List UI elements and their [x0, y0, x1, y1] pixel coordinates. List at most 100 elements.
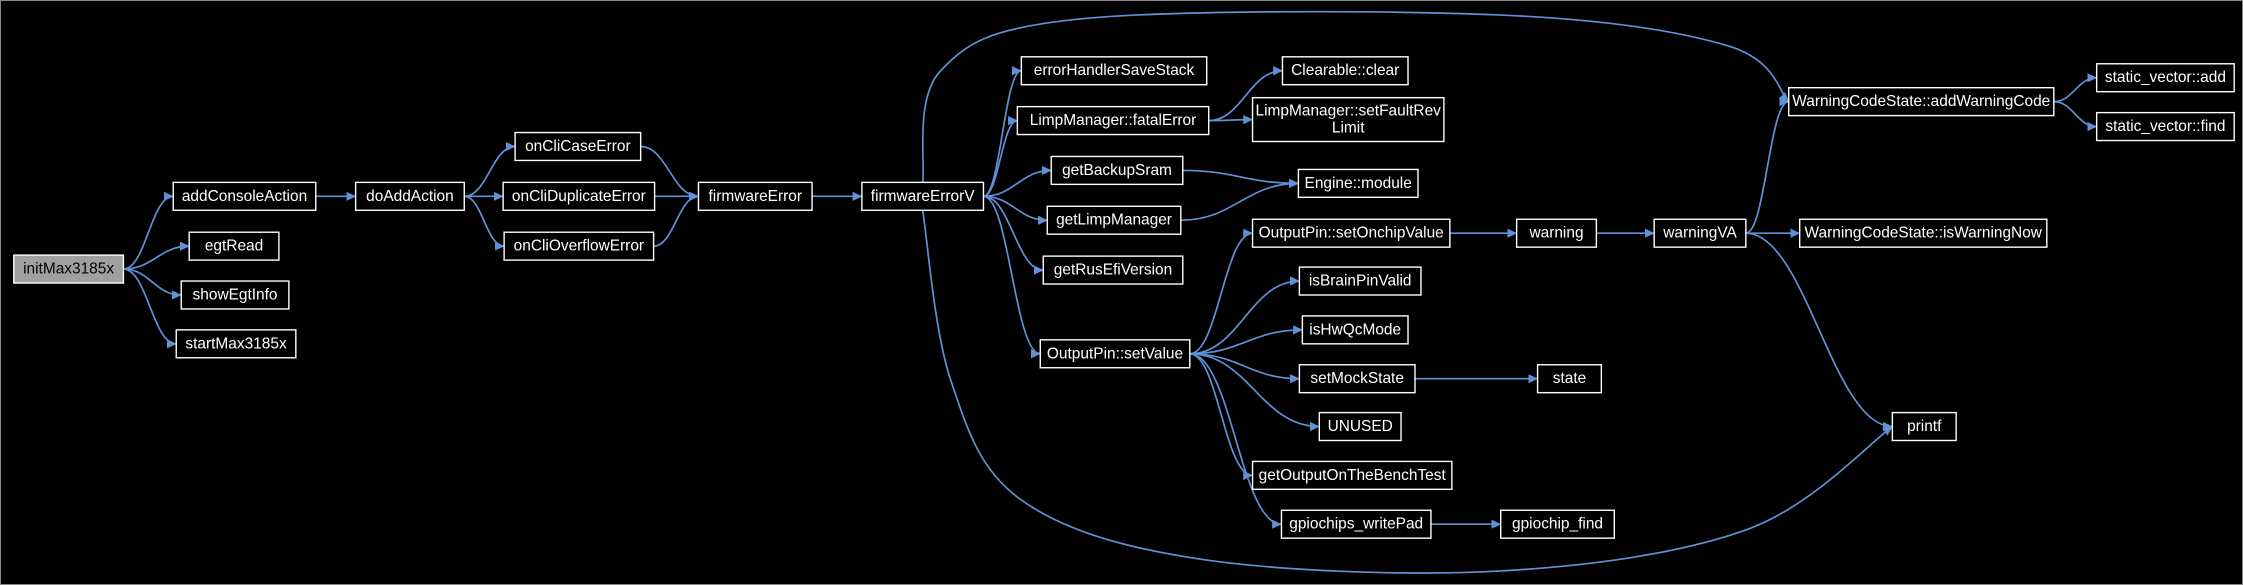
graph-node-errorHandlerSaveStack[interactable]: errorHandlerSaveStack [1020, 56, 1208, 86]
graph-node-box[interactable] [1536, 364, 1603, 394]
graph-node-box[interactable] [180, 280, 290, 310]
call-edge-fatalError-to-setFaultRevLimit [1208, 114, 1254, 125]
graph-node-clear[interactable]: Clearable::clear [1281, 56, 1409, 86]
graph-node-box[interactable] [1016, 105, 1210, 136]
graph-node-box[interactable] [1251, 96, 1445, 143]
graph-node-box[interactable] [1050, 155, 1184, 186]
graph-node-box[interactable] [514, 131, 642, 162]
graph-node-getBackupSram[interactable]: getBackupSram [1050, 155, 1184, 186]
graph-node-svFind[interactable]: static_vector::find [2095, 111, 2235, 142]
call-edge-initMax3185x-to-egtRead [123, 241, 190, 270]
graph-node-label: gpiochip_find [1512, 516, 1603, 533]
graph-node-box[interactable] [1020, 56, 1208, 86]
graph-node-box[interactable] [1788, 87, 2055, 117]
graph-node-box[interactable] [1251, 460, 1453, 491]
graph-node-box[interactable] [1281, 56, 1409, 86]
graph-node-initMax3185x: initMax3185x [13, 254, 125, 284]
graph-node-label: initMax3185x [23, 261, 114, 278]
graph-node-isWarningNow[interactable]: WarningCodeState::isWarningNow [1798, 218, 2048, 248]
call-edge-addWarningCode-to-svAdd [2053, 73, 2098, 103]
graph-node-gpiochips_writePad[interactable]: gpiochips_writePad [1280, 509, 1432, 539]
graph-node-box[interactable] [1318, 411, 1402, 442]
nodes-layer: initMax3185x addConsoleAction egtRead showE… [13, 56, 2235, 539]
graph-node-onCliOverflowError[interactable]: onCliOverflowError [503, 231, 655, 261]
graph-node-gpiochip_find[interactable]: gpiochip_find [1500, 509, 1616, 539]
graph-node-box[interactable] [1891, 411, 1957, 442]
graph-node-box[interactable] [172, 181, 317, 211]
graph-node-addConsoleAction[interactable]: addConsoleAction [172, 181, 317, 211]
graph-node-setOnchipValue[interactable]: OutputPin::setOnchipValue [1251, 218, 1451, 248]
graph-node-label: isBrainPinValid [1309, 273, 1412, 290]
graph-node-svAdd[interactable]: static_vector::add [2095, 63, 2235, 93]
graph-node-getOutputOnTheBenchTest[interactable]: getOutputOnTheBenchTest [1251, 460, 1453, 491]
graph-node-UNUSED[interactable]: UNUSED [1318, 411, 1402, 442]
graph-node-warningVA[interactable]: warningVA [1653, 218, 1747, 248]
graph-node-box[interactable] [1301, 315, 1409, 345]
graph-node-firmwareErrorV[interactable]: firmwareErrorV [861, 181, 985, 211]
graph-node-box[interactable] [1500, 509, 1616, 539]
graph-node-label: startMax3185x [185, 335, 287, 352]
graph-node-label: egtRead [205, 238, 263, 255]
graph-node-module[interactable]: Engine::module [1297, 168, 1419, 199]
graph-node-onCliCaseError[interactable]: onCliCaseError [514, 131, 642, 162]
call-edge-setValue-to-gpiochips_writePad [1189, 352, 1282, 529]
graph-node-state[interactable]: state [1536, 364, 1603, 394]
graph-node-box[interactable] [1042, 255, 1184, 285]
graph-node-box[interactable] [1298, 364, 1416, 394]
graph-node-label: OutputPin::setOnchipValue [1259, 225, 1444, 242]
graph-node-setValue[interactable]: OutputPin::setValue [1039, 339, 1191, 369]
graph-node-label: warning [1528, 225, 1583, 242]
edges-layer [123, 10, 2098, 574]
graph-node-box[interactable] [1798, 218, 2048, 248]
graph-node-getLimpManager[interactable]: getLimpManager [1046, 205, 1182, 235]
graph-node-getRusEfiVersion[interactable]: getRusEfiVersion [1042, 255, 1184, 285]
graph-node-box[interactable] [188, 231, 280, 261]
graph-node-box[interactable] [1251, 218, 1451, 248]
graph-node-label: getBackupSram [1062, 162, 1172, 179]
graph-node-box[interactable] [1039, 339, 1191, 369]
graph-node-box[interactable] [697, 181, 813, 211]
graph-node-box[interactable] [1515, 218, 1598, 248]
call-edge-firmwareErrorV-to-getRusEfiVersion [983, 195, 1044, 275]
graph-node-onCliDuplicateError[interactable]: onCliDuplicateError [502, 181, 656, 211]
graph-node-printf[interactable]: printf [1891, 411, 1957, 442]
graph-node-warning[interactable]: warning [1515, 218, 1598, 248]
call-edge-firmwareErrorV-to-errorHandlerSaveStack [983, 66, 1022, 198]
graph-node-box[interactable] [2095, 63, 2235, 93]
graph-node-label: onCliCaseError [525, 138, 631, 155]
graph-node-box[interactable] [2095, 111, 2235, 142]
graph-node-fatalError[interactable]: LimpManager::fatalError [1016, 105, 1210, 136]
graph-node-box[interactable] [1653, 218, 1747, 248]
graph-node-label: onCliDuplicateError [512, 188, 646, 205]
graph-node-showEgtInfo[interactable]: showEgtInfo [180, 280, 290, 310]
call-edge-warningVA-to-printf [1745, 232, 1893, 432]
call-edge-setValue-to-getOutputOnTheBenchTest [1189, 352, 1254, 480]
graph-node-label: gpiochips_writePad [1289, 516, 1423, 533]
graph-node-setMockState[interactable]: setMockState [1298, 364, 1416, 394]
graph-node-box[interactable] [354, 181, 465, 211]
graph-node-box[interactable] [1298, 266, 1422, 296]
graph-node-box[interactable] [503, 231, 655, 261]
graph-node-box[interactable] [1280, 509, 1432, 539]
graph-node-egtRead[interactable]: egtRead [188, 231, 280, 261]
graph-node-firmwareError[interactable]: firmwareError [697, 181, 813, 211]
graph-node-box[interactable] [1046, 205, 1182, 235]
graph-node-box[interactable] [1297, 168, 1419, 199]
call-edge-onCliOverflowError-to-firmwareError [653, 191, 699, 248]
graph-node-isHwQcMode[interactable]: isHwQcMode [1301, 315, 1409, 345]
graph-node-label: getOutputOnTheBenchTest [1259, 467, 1447, 484]
graph-node-label: LimpManager::setFaultRev [1256, 103, 1442, 120]
graph-node-box[interactable] [502, 181, 656, 211]
graph-node-box[interactable] [175, 329, 297, 359]
graph-node-doAddAction[interactable]: doAddAction [354, 181, 465, 211]
graph-node-label: isHwQcMode [1309, 321, 1401, 338]
graph-node-addWarningCode[interactable]: WarningCodeState::addWarningCode [1788, 87, 2055, 117]
graph-node-box[interactable] [861, 181, 985, 211]
graph-node-label: static_vector::find [2105, 118, 2225, 135]
call-edge-firmwareErrorV-to-addWarningCode [921, 10, 1790, 183]
graph-node-isBrainPinValid[interactable]: isBrainPinValid [1298, 266, 1422, 296]
graph-node-startMax3185x[interactable]: startMax3185x [175, 329, 297, 359]
